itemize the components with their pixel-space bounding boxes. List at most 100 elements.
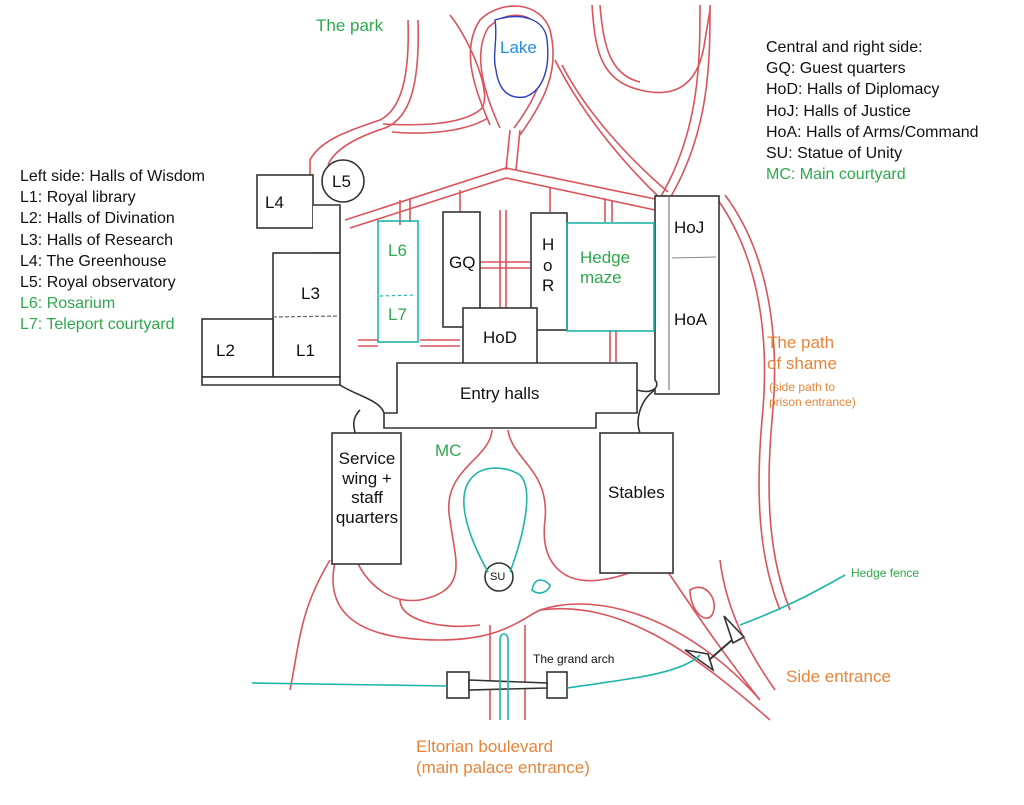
label-path-of-shame-line2: of shame — [767, 354, 837, 373]
label-gq: GQ — [449, 253, 476, 272]
label-hoa: HoA — [674, 310, 708, 329]
side-gate-right — [723, 615, 746, 645]
road-courtyard-left — [349, 429, 493, 602]
road-park-right-e — [659, 4, 701, 199]
road-lower-right — [539, 608, 771, 721]
side-gate-left — [684, 649, 715, 673]
building-lower-corridor — [201, 376, 341, 386]
road-park-left-inner — [327, 19, 420, 166]
buildings — [201, 159, 746, 699]
legend-right-item-mc: MC: Main courtyard — [766, 166, 906, 184]
label-l7: L7 — [388, 305, 407, 324]
legend-right-item-su: SU: Statue of Unity — [766, 145, 903, 163]
hedge-fence-left — [251, 682, 448, 687]
label-service-line1: Service — [338, 449, 396, 468]
road-path-of-shame-inner — [724, 194, 791, 611]
label-boulevard-line1: Eltorian boulevard — [416, 737, 554, 756]
label-l4: L4 — [265, 193, 284, 212]
road-grid-top — [344, 167, 661, 221]
label-l6: L6 — [388, 241, 407, 260]
label-path-of-shame: The path of shame — [767, 332, 837, 374]
road-lower-inner — [399, 599, 481, 628]
legend-left-title: Left side: Halls of Wisdom — [20, 168, 205, 185]
road-lake-stem — [505, 129, 511, 171]
hedge-l6-l7 — [377, 220, 419, 343]
hedge-fence-right — [739, 574, 846, 626]
label-service-line3: staff — [351, 488, 383, 508]
building-su — [484, 562, 514, 592]
label-su: SU — [490, 571, 506, 583]
road-lake-stem2 — [515, 129, 521, 171]
legend-right-item-hoj: HoJ: Halls of Justice — [766, 102, 911, 120]
building-l5 — [321, 159, 365, 203]
label-l2: L2 — [216, 341, 235, 360]
label-boulevard: Eltorian boulevard (main palace entrance… — [416, 736, 590, 778]
legend-left-item-l1: L1: Royal library — [20, 189, 136, 207]
label-path-of-shame-note: (side path to prison entrance) — [769, 380, 856, 410]
road-park-right-b — [561, 64, 669, 193]
road-park-right-a — [554, 59, 661, 199]
road-park-mid-inner — [391, 117, 489, 134]
legend-left: Left side: Halls of Wisdom L1: Royal lib… — [20, 166, 205, 336]
legend-right-item-hod: HoD: Halls of Diplomacy — [766, 81, 940, 99]
label-grand-arch: The grand arch — [533, 652, 615, 666]
label-hod: HoD — [483, 328, 518, 347]
building-l2 — [201, 318, 274, 378]
label-service-wing: Service wing + staff quarters — [333, 449, 401, 527]
hedge-statue-loop — [463, 467, 528, 573]
legend-left-item-l2: L2: Halls of Divination — [20, 210, 175, 228]
legend-left-item-l4: L4: The Greenhouse — [20, 252, 167, 270]
road-lake-loop — [469, 5, 554, 136]
building-l4-l5-link — [313, 204, 341, 254]
hedge-fence-mid — [566, 654, 701, 689]
label-entry-halls: Entry halls — [460, 384, 540, 403]
road-far-left — [289, 559, 331, 691]
label-service-line2: wing + — [342, 468, 392, 488]
road-park-left-outer — [309, 19, 410, 215]
hedge-triangle — [531, 579, 551, 594]
label-hor-r: R — [542, 276, 555, 295]
label-hedge-maze-line1: Hedge — [580, 248, 631, 267]
building-entry-halls — [383, 362, 638, 429]
label-hoj: HoJ — [674, 218, 705, 237]
road-park-right-f — [669, 4, 711, 199]
label-path-of-shame-note1: (side path to — [769, 380, 836, 394]
connector-left — [339, 384, 385, 414]
hedges — [251, 220, 846, 720]
label-l5: L5 — [332, 172, 351, 191]
legend-right-item-gq: GQ: Guest quarters — [766, 60, 906, 78]
building-hod — [462, 307, 538, 366]
label-path-of-shame-line1: The path — [767, 333, 835, 352]
legend-left-item-l7: L7: Teleport courtyard — [20, 316, 175, 334]
label-hor-h: H — [542, 235, 555, 254]
label-path-of-shame-note2: prison entrance) — [769, 395, 856, 409]
building-l3-l1 — [272, 252, 341, 378]
label-lake: Lake — [500, 38, 537, 57]
road-park-right-d — [599, 4, 641, 83]
road-path-of-shame — [717, 199, 781, 611]
legend-left-item-l6: L6: Rosarium — [20, 295, 116, 313]
label-boulevard-line2: (main palace entrance) — [416, 758, 590, 777]
building-service-wing — [331, 432, 402, 565]
label-side-entrance: Side entrance — [786, 667, 891, 686]
road-lower-loop — [332, 544, 761, 701]
label-l1: L1 — [296, 341, 315, 360]
building-stables — [599, 432, 674, 574]
legend-right-title: Central and right side: — [766, 39, 923, 56]
road-side-triangle — [689, 586, 715, 619]
hedge-boulevard — [499, 633, 509, 720]
hedge-maze — [566, 222, 655, 332]
legend-left-item-l5: L5: Royal observatory — [20, 274, 176, 292]
grand-arch-left-pillar — [446, 671, 470, 699]
building-l4 — [256, 174, 314, 229]
road-park-mid — [382, 14, 486, 126]
label-service-line4: quarters — [335, 507, 399, 527]
label-hedge-maze: Hedge maze — [580, 248, 630, 287]
building-hoj-hoa — [654, 195, 720, 395]
legend-right: Central and right side: GQ: Guest quarte… — [766, 37, 979, 185]
roads — [289, 4, 791, 721]
lake-shape — [493, 16, 549, 99]
grand-arch-right-pillar — [546, 671, 568, 699]
label-hedge-fence: Hedge fence — [851, 566, 920, 580]
